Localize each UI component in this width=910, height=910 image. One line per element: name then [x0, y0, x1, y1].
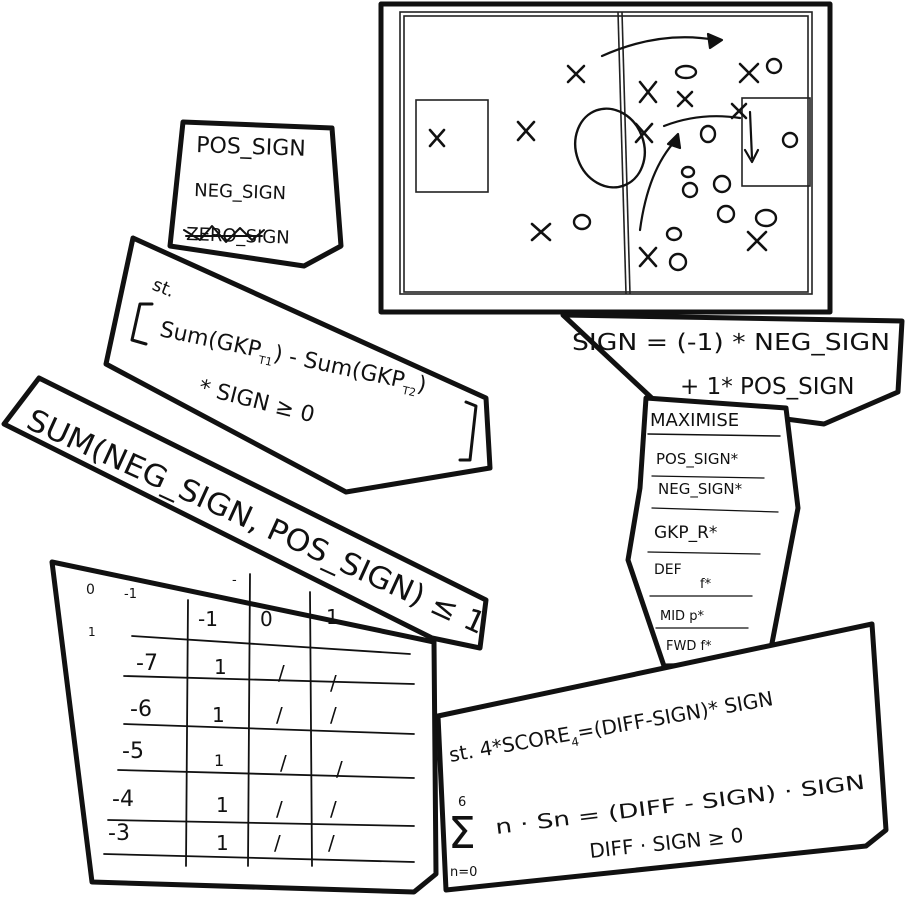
- table-row: -4 1 / /: [112, 787, 337, 821]
- score-constraint-card: st. 4*SCORE4=(DIFF-SIGN)* SIGN 6 Σ n=0 n…: [435, 621, 889, 893]
- row-label: -5: [122, 739, 144, 764]
- sign-formula-line-2: + 1* POS_SIGN: [680, 374, 855, 400]
- table-header-1: -1: [198, 607, 218, 631]
- pitch-halfway-line: [621, 11, 631, 295]
- right-bracket: [458, 400, 478, 462]
- table-row: -7 1 / /: [136, 651, 337, 695]
- right-penalty-box: [741, 97, 811, 187]
- cell: 1: [216, 831, 229, 855]
- sign-card-line-2: NEG_SIGN: [194, 180, 287, 204]
- movement-arrows: [600, 32, 760, 232]
- constraint-subscript-1: T1: [256, 353, 273, 369]
- pitch-card: [378, 1, 833, 315]
- cell: 1: [214, 751, 224, 770]
- row-label: -6: [130, 697, 152, 722]
- sign-table-card: 0 -1 - 1 -1 0 1 -7 1 / / -6 1 /: [49, 559, 439, 895]
- cell: /: [336, 757, 343, 781]
- table-row: -6 1 / /: [130, 697, 337, 727]
- cell: /: [276, 703, 283, 727]
- constraint-subscript-2: T2: [400, 384, 417, 400]
- maximise-item-5: f*: [700, 577, 712, 592]
- team-x-markers: [428, 62, 768, 268]
- cell: /: [280, 751, 287, 775]
- strike-scribble: [183, 225, 265, 243]
- maximise-item-6: MID p*: [660, 609, 704, 624]
- table-corner-label-1: 0: [86, 582, 95, 598]
- cell: /: [278, 661, 285, 685]
- row-label: -3: [108, 821, 130, 846]
- table-corner-label-4: 1: [88, 625, 96, 639]
- sign-formula-line-1: SIGN = (-1) * NEG_SIGN: [572, 330, 890, 356]
- cell: /: [330, 703, 337, 727]
- left-bracket: [130, 302, 154, 346]
- sign-formula-card: SIGN = (-1) * NEG_SIGN + 1* POS_SIGN: [560, 312, 905, 427]
- sum-upper-limit: 6: [458, 795, 466, 810]
- table-row: -3 1 / /: [108, 821, 335, 855]
- sign-variables-card: POS_SIGN NEG_SIGN ZERO_SIGN: [167, 119, 344, 269]
- maximise-item-2: NEG_SIGN*: [658, 480, 743, 499]
- table-corner-label-3: -: [232, 573, 237, 588]
- team-o-markers: [572, 57, 799, 272]
- cell: 1: [214, 655, 227, 679]
- score-subscript: 4: [570, 734, 580, 749]
- table-row: -5 1 / /: [122, 739, 343, 781]
- maximise-item-1: POS_SIGN*: [656, 450, 739, 469]
- table-corner-label-2: -1: [124, 587, 137, 602]
- cell: /: [330, 671, 337, 695]
- cell: 1: [216, 793, 229, 817]
- sign-card-line-1: POS_SIGN: [196, 133, 306, 162]
- left-penalty-box: [415, 99, 489, 193]
- table-grid: [103, 573, 415, 867]
- maximise-item-3: GKP_R*: [654, 523, 717, 543]
- sum-symbol: Σ: [448, 808, 476, 859]
- row-label: -4: [112, 787, 134, 812]
- maximise-item-4: DEF: [654, 562, 682, 578]
- row-label: -7: [136, 651, 158, 676]
- cell: /: [328, 831, 335, 855]
- table-header-3: 1: [326, 605, 339, 629]
- cell: 1: [212, 703, 225, 727]
- sum-lower-limit: n=0: [450, 865, 477, 880]
- table-header-2: 0: [260, 607, 273, 631]
- cell: /: [330, 797, 337, 821]
- maximise-card: MAXIMISE POS_SIGN* NEG_SIGN* GKP_R* DEF …: [625, 395, 801, 669]
- cell: /: [276, 797, 283, 821]
- gkp-constraint-card: st. Sum(GKPT1) - Sum(GKPT2) * SIGN ≥ 0: [103, 235, 493, 495]
- cell: /: [274, 831, 281, 855]
- maximise-title: MAXIMISE: [650, 410, 739, 431]
- maximise-item-7: FWD f*: [666, 639, 712, 654]
- football-pitch-diagram: [378, 1, 833, 315]
- pitch-outline: [399, 11, 813, 295]
